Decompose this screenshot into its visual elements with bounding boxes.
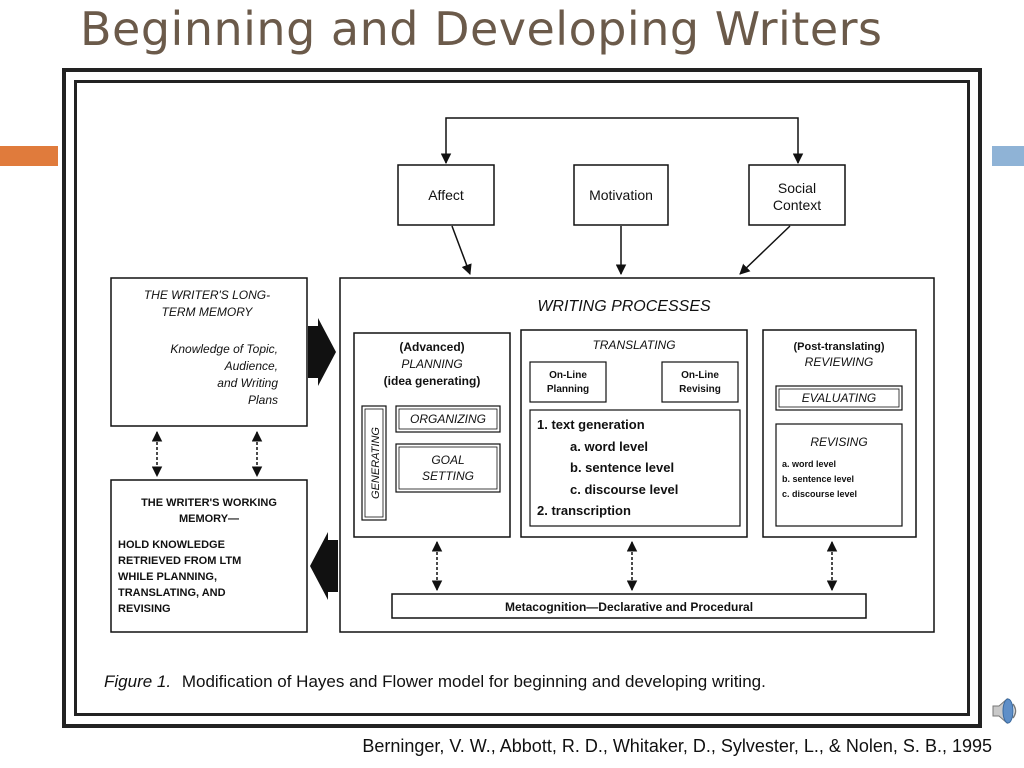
social-context-line-1: Social [778,180,816,196]
translating-box: TRANSLATING On-Line Planning On-Line Rev… [520,329,748,538]
online-planning-line-1: On-Line [549,370,587,381]
working-memory-box: THE WRITER'S WORKING MEMORY— HOLD KNOWLE… [110,479,308,633]
planning-line-1: (Advanced) [399,340,464,354]
input-arrows [451,225,791,276]
memory-link-arrows [151,430,263,478]
wm-line-5: WHILE PLANNING, [118,571,217,583]
metacognition-link-arrows [431,540,838,592]
reviewing-box: (Post-translating) REVIEWING EVALUATING … [762,329,917,538]
social-context-box: Social Context [748,164,846,226]
revising-word-level: a. word level [782,459,836,469]
metacognition-label: Metacognition—Declarative and Procedural [505,600,753,614]
top-connector [440,117,804,165]
translating-label: TRANSLATING [592,338,675,352]
ltm-line-5: and Writing [217,376,278,390]
organizing-label: ORGANIZING [410,412,486,426]
accent-bar-left [0,146,58,166]
motivation-box: Motivation [573,164,669,226]
figure-caption: Figure 1. Modification of Hayes and Flow… [104,672,766,691]
revising-label: REVISING [810,435,867,449]
ltm-line-4: Audience, [224,359,278,373]
online-revising-line-2: Revising [679,384,721,395]
evaluating-label: EVALUATING [802,391,876,405]
wm-line-6: TRANSLATING, AND [118,587,226,599]
sentence-level-item: b. sentence level [570,460,674,475]
ltm-line-3: Knowledge of Topic, [170,342,278,356]
wm-line-7: REVISING [118,603,171,615]
figure-inner-border [74,80,970,716]
text-generation-item: 1. text generation [537,417,645,432]
planning-box: (Advanced) PLANNING (idea generating) GE… [353,332,511,538]
writing-processes-label: WRITING PROCESSES [537,298,711,315]
goal-setting-line-1: GOAL [431,453,464,467]
discourse-level-item: c. discourse level [570,482,678,497]
ltm-line-6: Plans [248,393,278,407]
processes-to-wm-arrow [310,532,338,600]
metacognition-box: Metacognition—Declarative and Procedural [391,593,867,619]
ltm-line-2: TERM MEMORY [162,305,254,319]
wm-line-3: HOLD KNOWLEDGE [118,539,225,551]
goal-setting-line-2: SETTING [422,469,474,483]
speaker-icon[interactable] [990,694,1020,728]
ltm-line-1: THE WRITER'S LONG- [144,288,270,302]
long-term-memory-box: THE WRITER'S LONG- TERM MEMORY Knowledge… [110,277,308,427]
wm-line-4: RETRIEVED FROM LTM [118,555,241,567]
wm-line-1: THE WRITER'S WORKING [141,497,277,509]
figure-number: Figure 1. [104,672,171,691]
reviewing-line-1: (Post-translating) [793,341,884,353]
online-planning-line-2: Planning [547,384,589,395]
reviewing-line-2: REVIEWING [805,355,874,369]
online-revising-line-1: On-Line [681,370,719,381]
figure-caption-text: Modification of Hayes and Flower model f… [182,672,766,691]
social-context-line-2: Context [773,197,821,213]
slide-title: Beginning and Developing Writers [80,2,883,56]
affect-box: Affect [397,164,495,226]
motivation-label: Motivation [589,187,653,203]
planning-line-3: (idea generating) [384,374,481,388]
generating-label: GENERATING [370,427,382,499]
accent-bar-right [992,146,1024,166]
planning-line-2: PLANNING [401,357,462,371]
word-level-item: a. word level [570,439,648,454]
revising-discourse-level: c. discourse level [782,489,857,499]
transcription-item: 2. transcription [537,503,631,518]
citation: Berninger, V. W., Abbott, R. D., Whitake… [362,736,992,756]
wm-line-2: MEMORY— [179,513,239,525]
revising-sentence-level: b. sentence level [782,474,854,484]
ltm-to-processes-arrow [308,318,336,386]
affect-label: Affect [428,187,464,203]
